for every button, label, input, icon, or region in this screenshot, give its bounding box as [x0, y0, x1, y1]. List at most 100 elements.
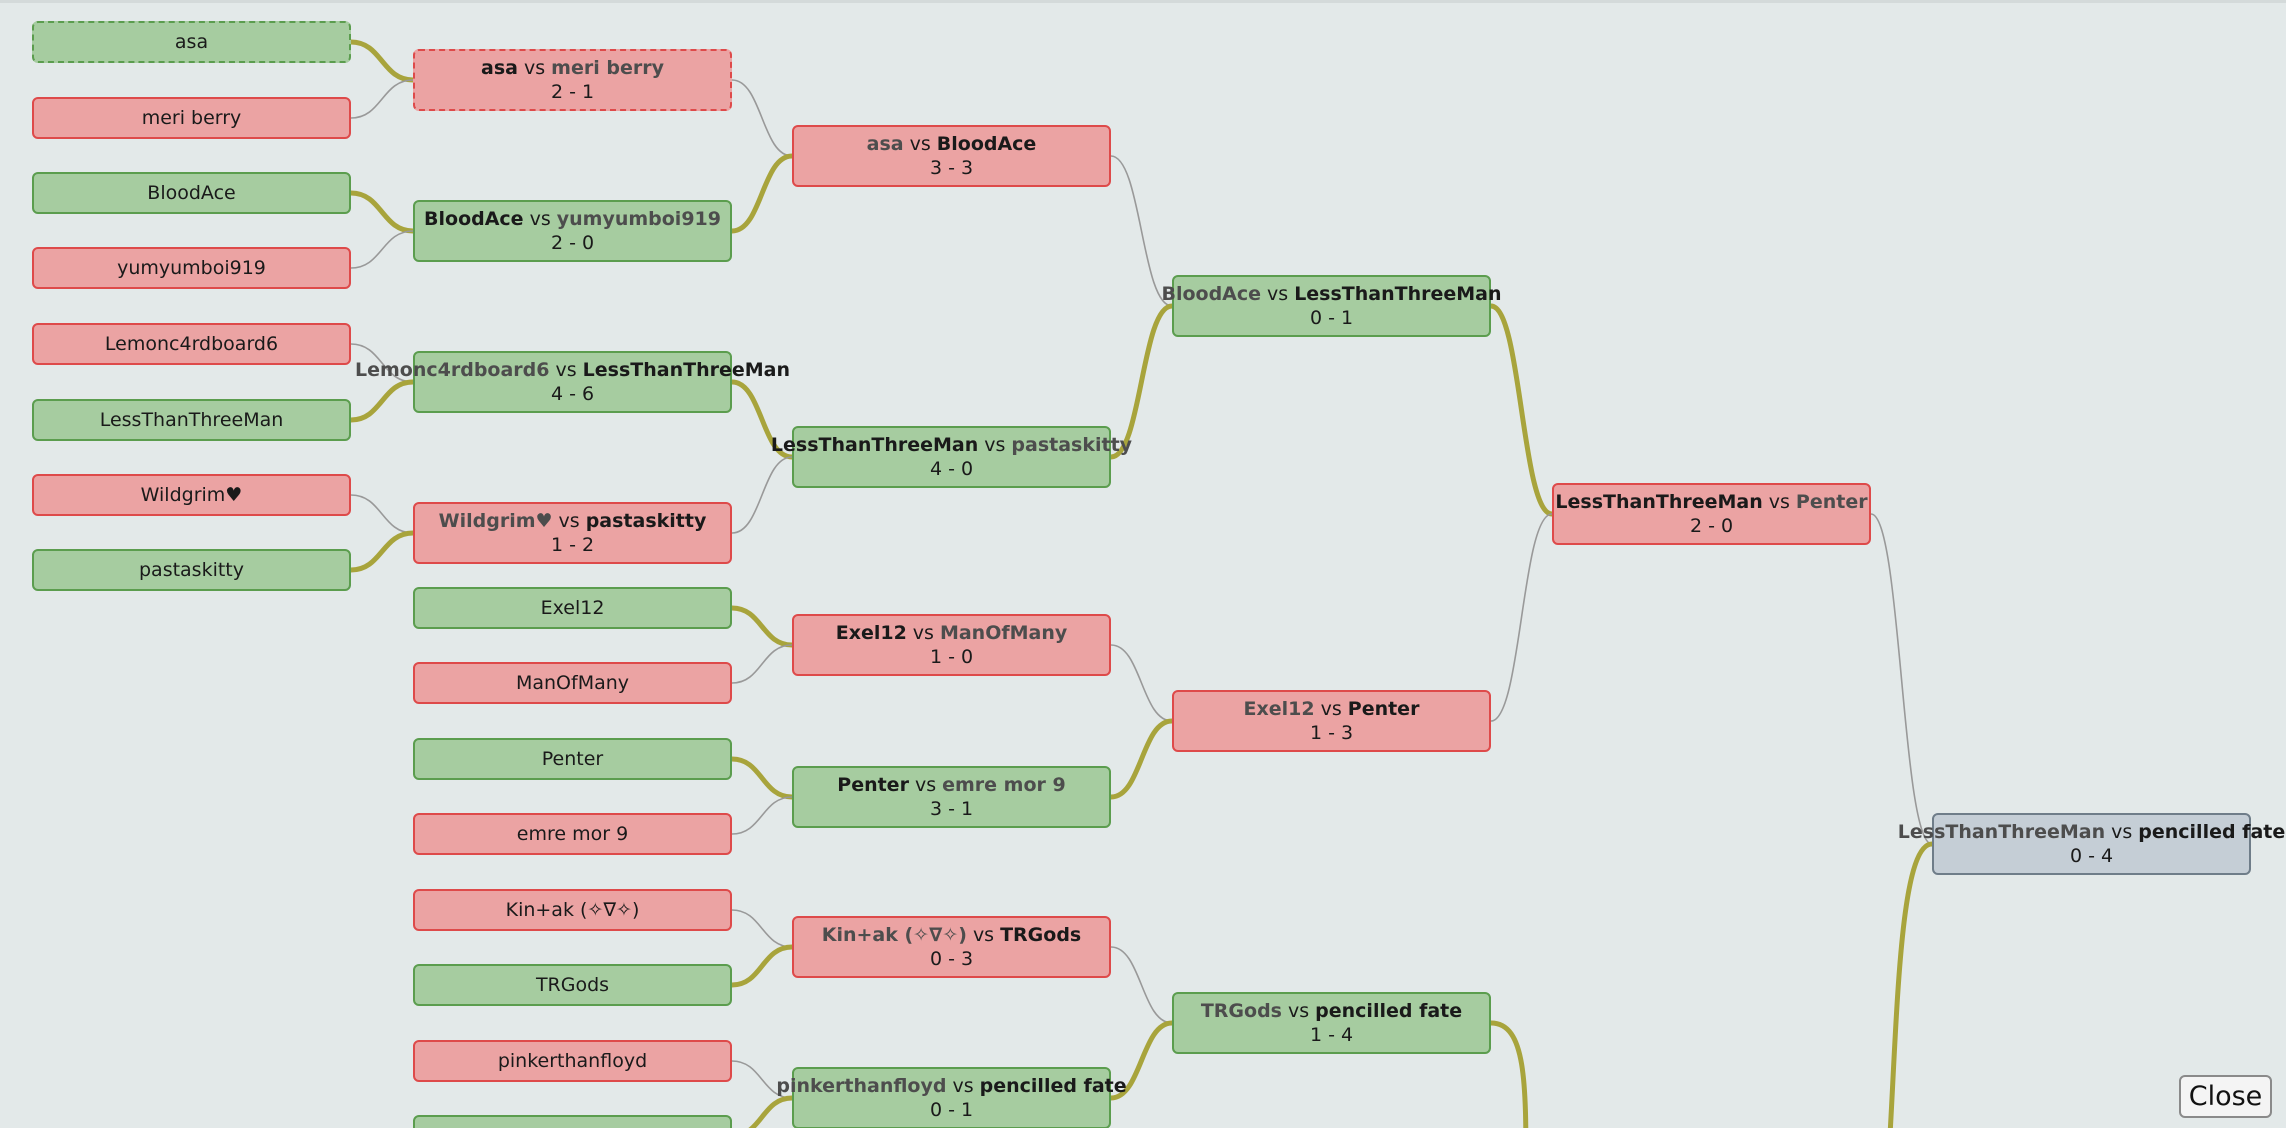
player-1-name: Exel12 [1243, 698, 1315, 720]
entrant-name: pinkerthanfloyd [497, 1050, 648, 1072]
player-1-name: LessThanThreeMan [1555, 491, 1763, 513]
vs-label: vs [529, 208, 551, 230]
match-score: 4 - 0 [929, 458, 974, 480]
entrant-name: ManOfMany [515, 672, 630, 694]
player-2-name: Penter [1347, 698, 1420, 720]
vs-label: vs [984, 434, 1006, 456]
player-2-name: LessThanThreeMan [582, 359, 790, 381]
winner-connector [350, 39, 414, 83]
entrant-name: Exel12 [540, 597, 605, 619]
player-1-name: BloodAce [424, 208, 524, 230]
player-2-name: yumyumboi919 [556, 208, 721, 230]
player-1-name: LessThanThreeMan [770, 434, 979, 456]
match-score: 0 - 3 [929, 948, 974, 970]
player-1-name: BloodAce [1161, 283, 1262, 305]
match-score: 1 - 4 [1309, 1024, 1354, 1046]
entrant-node[interactable]: emre mor 9 [413, 813, 732, 855]
loser-connector [731, 796, 793, 835]
entrant-node[interactable]: meri berry [32, 97, 351, 139]
winner-connector [350, 379, 414, 423]
loser-connector [731, 79, 793, 157]
entrant-node[interactable]: LessThanThreeMan [32, 399, 351, 441]
entrant-node[interactable]: yumyumboi919 [32, 247, 351, 289]
entrant-name: Lemonc4rdboard6 [104, 333, 279, 355]
vs-label: vs [952, 1075, 974, 1097]
entrant-node[interactable]: ManOfMany [413, 662, 732, 704]
entrant-name: TRGods [535, 974, 610, 996]
vs-label: vs [558, 510, 580, 532]
match-score: 2 - 0 [550, 232, 595, 254]
match-score: 1 - 0 [929, 646, 974, 668]
vs-label: vs [1288, 1000, 1310, 1022]
loser-connector [1110, 155, 1173, 307]
player-2-name: pencilled fate [979, 1075, 1127, 1097]
entrant-node-partial[interactable] [413, 1115, 732, 1128]
winner-connector [1887, 841, 1933, 1128]
vs-label: vs [914, 774, 937, 796]
match-score: 1 - 2 [550, 534, 595, 556]
loser-connector [350, 79, 414, 119]
winner-connector [350, 190, 414, 234]
entrant-node[interactable]: pinkerthanfloyd [413, 1040, 732, 1082]
entrant-node[interactable]: Kin+ak (✧∇✧) [413, 889, 732, 931]
loser-connector [350, 230, 414, 269]
winner-connector [1490, 1020, 1529, 1128]
player-2-name: LessThanThreeMan [1294, 283, 1502, 305]
entrant-node[interactable]: asa [32, 21, 351, 63]
player-1-name: LessThanThreeMan [1897, 821, 2106, 843]
entrant-node[interactable]: Exel12 [413, 587, 732, 629]
winner-connector [731, 153, 793, 234]
entrant-node[interactable]: Wildgrim♥ [32, 474, 351, 516]
winner-connector [1490, 303, 1553, 517]
loser-connector [731, 456, 793, 534]
entrant-node[interactable]: BloodAce [32, 172, 351, 214]
loser-connector [1110, 946, 1173, 1024]
close-button[interactable]: Close [2179, 1075, 2272, 1118]
player-1-name: Penter [837, 774, 909, 796]
winner-connector [1110, 718, 1173, 800]
entrant-node[interactable]: Penter [413, 738, 732, 780]
player-1-name: Exel12 [835, 622, 907, 644]
entrant-node[interactable]: Lemonc4rdboard6 [32, 323, 351, 365]
vs-label: vs [972, 924, 995, 946]
winner-connector [1110, 1020, 1173, 1101]
loser-connector [1490, 513, 1553, 722]
loser-connector [350, 494, 414, 534]
entrant-node[interactable]: TRGods [413, 964, 732, 1006]
entrant-node[interactable]: pastaskitty [32, 549, 351, 591]
winner-connector [350, 530, 414, 573]
vs-label: vs [555, 359, 577, 381]
entrant-name: meri berry [141, 107, 242, 129]
entrant-name: yumyumboi919 [117, 257, 266, 279]
entrant-name: Penter [541, 748, 604, 770]
vs-label: vs [2111, 821, 2133, 843]
player-2-name: pencilled fate [2138, 821, 2286, 843]
vs-label: vs [524, 57, 546, 79]
player-2-name: BloodAce [936, 133, 1037, 155]
player-1-name: asa [866, 133, 904, 155]
player-1-name: pinkerthanfloyd [776, 1075, 947, 1097]
player-2-name: TRGods [1000, 924, 1082, 946]
match-score: 4 - 6 [550, 383, 595, 405]
